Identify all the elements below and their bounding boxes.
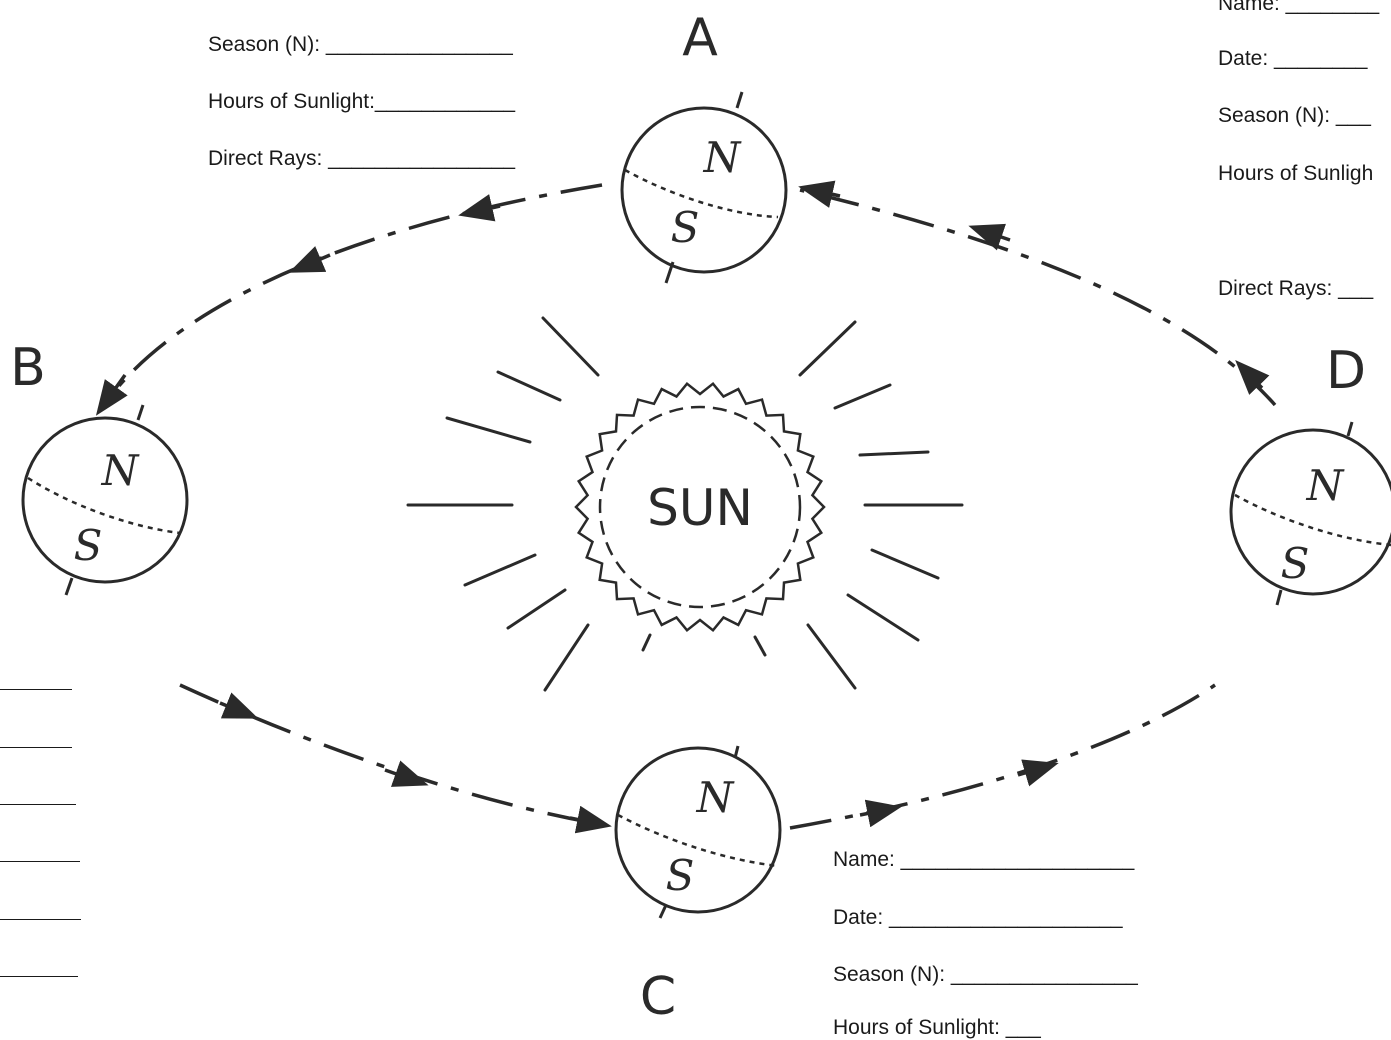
south-pole-label: S	[671, 203, 700, 252]
earth-position-a: N S	[622, 92, 786, 283]
date-field-d: Date: ________	[1218, 47, 1367, 71]
north-pole-label: N	[101, 446, 140, 495]
answer-blank	[0, 747, 72, 748]
orbit-arrow	[1240, 365, 1262, 388]
orbit-arrow	[220, 703, 252, 716]
orbit-segment-d-to-a	[800, 190, 1275, 405]
sunlight-field-c: Hours of Sunlight: ___	[833, 1016, 1041, 1040]
season-field-a: Season (N): ________________	[208, 33, 513, 57]
earth-equator	[618, 815, 778, 866]
earth-axis	[737, 92, 742, 108]
earth-position-d: N S	[1231, 422, 1391, 605]
orbit-segment-a-to-b	[100, 185, 602, 410]
name-field-c: Name: ____________________	[833, 848, 1134, 872]
answer-blank	[0, 861, 80, 862]
sun: SUN	[576, 384, 824, 631]
orbit-arrow	[465, 206, 500, 214]
position-letter-a: A	[682, 8, 718, 68]
orbit-segment-c-to-d	[790, 685, 1215, 828]
earth-axis	[1348, 422, 1352, 436]
earth-axis	[66, 578, 72, 595]
answer-blank	[0, 976, 78, 977]
sun-ray	[508, 590, 565, 628]
north-pole-label: N	[1306, 461, 1345, 510]
earth-position-b: N S	[23, 405, 187, 595]
sun-ray	[872, 550, 938, 578]
answer-blank	[0, 689, 72, 690]
south-pole-label: S	[74, 521, 103, 570]
position-letter-b: B	[10, 338, 46, 398]
orbit-arrow	[570, 818, 605, 825]
answer-blank	[0, 919, 81, 920]
earth-axis	[660, 905, 666, 918]
south-pole-label: S	[1281, 539, 1310, 588]
earth-axis	[735, 746, 738, 758]
earth-equator	[625, 170, 778, 217]
sunlight-field-a: Hours of Sunlight:____________	[208, 90, 515, 114]
season-field-c: Season (N): ________________	[833, 963, 1138, 987]
orbit-segment-b-to-c	[180, 685, 605, 825]
sun-ray	[800, 322, 855, 375]
sun-ray	[465, 555, 535, 585]
position-letter-c: C	[640, 967, 676, 1026]
sunlight-field-d: Hours of Sunligh	[1218, 162, 1373, 186]
earth-globe	[23, 418, 187, 582]
sun-ray	[848, 595, 918, 640]
sun-ray	[835, 385, 890, 408]
earth-axis	[1277, 590, 1281, 605]
south-pole-label: S	[666, 851, 695, 900]
date-field-c: Date: ____________________	[833, 906, 1123, 930]
sun-ray	[643, 635, 650, 650]
sun-ray	[860, 452, 928, 455]
sun-ray	[755, 637, 765, 655]
earth-globe	[1231, 430, 1391, 594]
sun-ray	[545, 625, 588, 690]
direct-rays-field-d: Direct Rays: ___	[1218, 277, 1373, 301]
north-pole-label: N	[703, 133, 742, 182]
north-pole-label: N	[696, 773, 735, 822]
sun-ray	[543, 318, 598, 375]
sun-ray	[808, 625, 855, 688]
orbit-arrow	[295, 255, 330, 270]
sun-ray	[498, 372, 560, 400]
sun-label: SUN	[647, 479, 753, 537]
answer-blank	[0, 804, 76, 805]
name-field-d: Name: ________	[1218, 0, 1379, 16]
direct-rays-field-a: Direct Rays: ________________	[208, 147, 515, 171]
position-letter-d: D	[1326, 341, 1366, 401]
earth-position-c: N S	[616, 746, 780, 918]
season-field-d: Season (N): ___	[1218, 104, 1371, 128]
orbit-arrow	[100, 375, 125, 410]
orbit-arrow	[975, 228, 1010, 240]
earth-axis	[138, 405, 143, 420]
sun-ray	[447, 418, 530, 442]
